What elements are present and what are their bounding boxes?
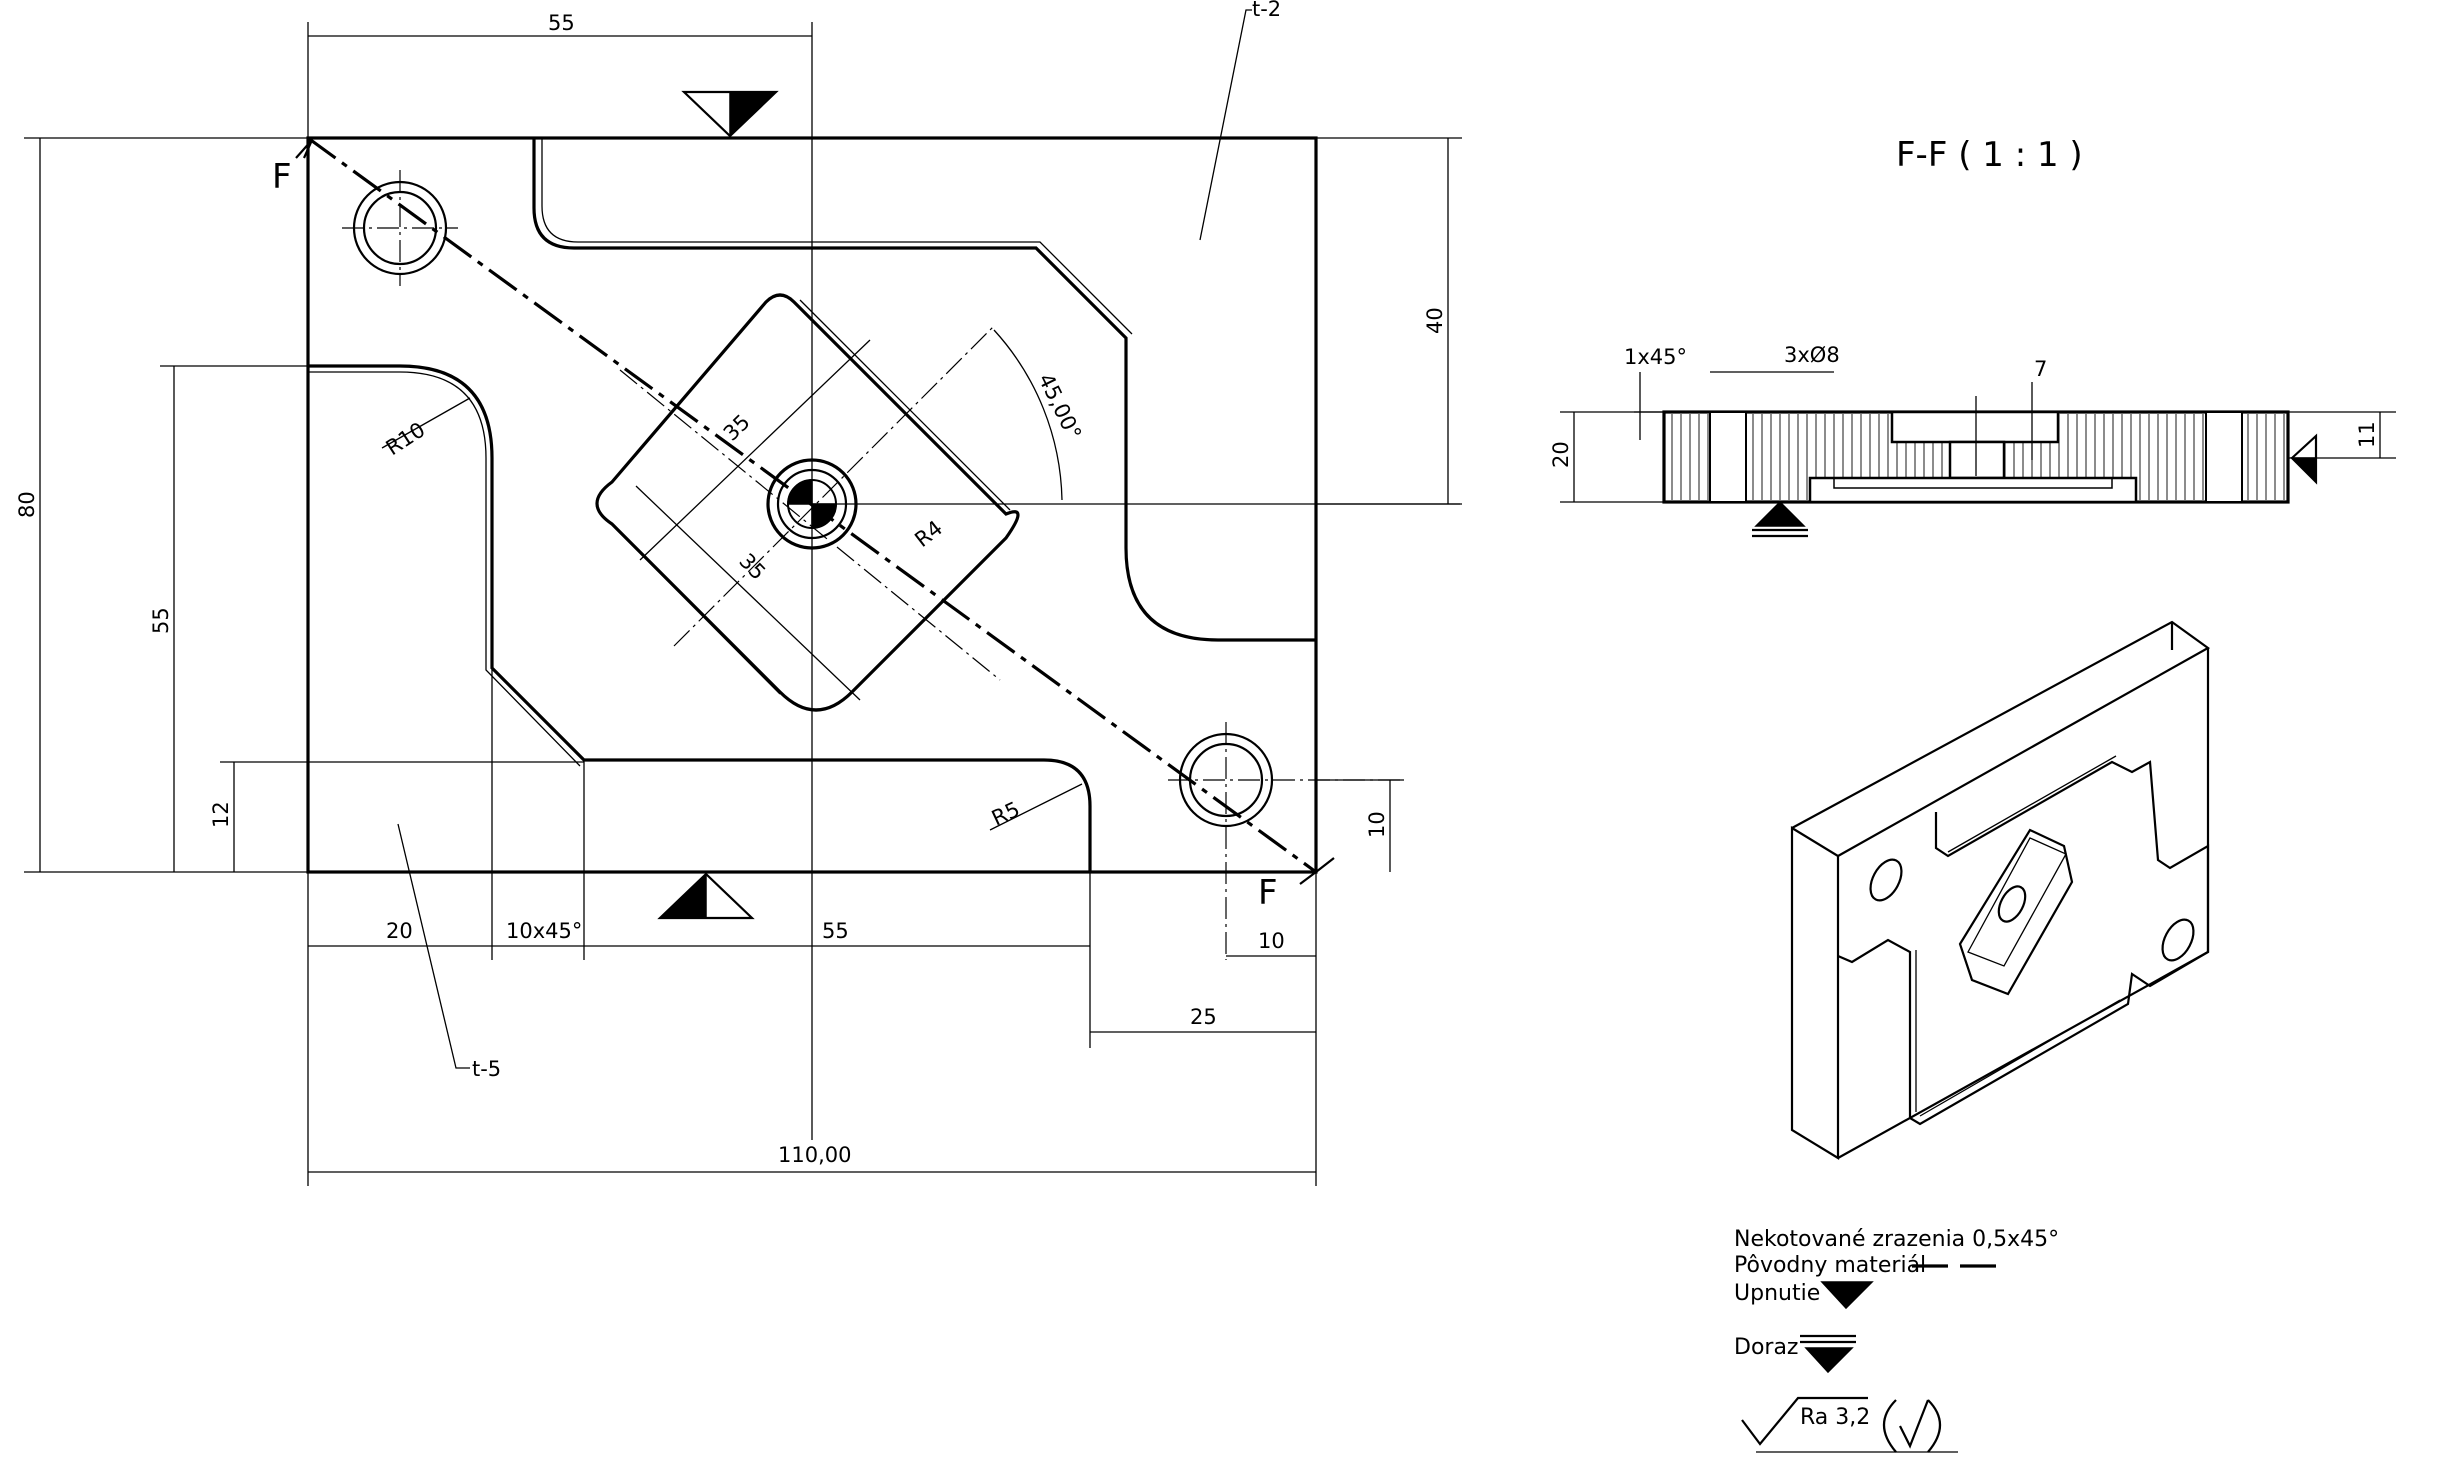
sec-dim-chamfer: 1x45° [1624,345,1687,369]
legend-original-material: Pôvodny materiál [1734,1253,1926,1278]
iso-boss-top [1967,837,2067,967]
section-thread [1948,440,2006,480]
lower-pocket-edge [308,364,1092,872]
legend-stop: Doraz [1734,1335,1798,1360]
section-pocket-floor [1833,477,2113,489]
section-arrow-start [295,139,314,159]
sec-dim-7: 7 [2034,357,2047,381]
section-hole-right [2205,411,2243,503]
section-view: F-F ( 1 : 1 ) 1x45° 3xØ8 7 20 11 [1549,135,2396,538]
sec-clamp-right-fill [2290,457,2317,484]
legend: Nekotované zrazenia 0,5x45° Pôvodny mate… [1734,1227,2059,1453]
iso-hole-left [1869,858,1903,902]
dim-left-80: 80 [15,491,39,518]
iso-front-face [1790,826,1840,1160]
dim-35a-line [639,339,871,561]
dim-left-55: 55 [149,607,173,634]
clamp-symbol-top-fill [729,91,778,138]
dim-r5-leader [989,783,1083,831]
clamp-symbol-bottom-fill [658,872,707,919]
dim-right-40: 40 [1423,307,1447,334]
dim-bottom-chamfer: 10x45° [506,919,582,943]
section-boss [1890,410,2060,444]
main-view: F F 55 80 55 12 40 10 [15,0,1462,1186]
sec-dim-20: 20 [1549,441,1573,468]
iso-pocket-outline [1837,760,2210,1126]
iso-boss [1958,828,2074,996]
legend-stop-symbol [1804,1347,1854,1374]
boss-diagonal-centerline-a [673,325,995,647]
dim-r5: R5 [988,797,1023,831]
iso-right-face [1837,648,2210,1159]
roughness-bracket [1883,1399,1941,1453]
lower-pocket-edge-inner [308,371,581,767]
dim-r4: R4 [910,516,947,552]
dim-bottom-25: 25 [1190,1005,1217,1029]
roughness-check [1899,1399,1930,1449]
dim-left-12: 12 [209,801,233,828]
dim-bottom-20: 20 [386,919,413,943]
central-boss-inner [614,299,1011,695]
dim-35b: 35 [734,549,770,585]
dim-angle-arc [993,329,1063,501]
iso-center-hole [1997,885,2027,923]
sec-stop-symbol [1754,500,1806,527]
iso-hole-right [2161,918,2195,962]
section-hole-left [1709,411,1747,503]
dim-bottom-55: 55 [822,919,849,943]
leader-t2-label: t-2 [1252,0,1281,21]
central-boss [595,293,1020,712]
boss-diagonal-centerline-b [619,369,1001,681]
leader-t2 [1199,9,1252,241]
legend-clamping: Upnutie [1734,1281,1820,1306]
sec-dim-holes: 3xØ8 [1784,343,1840,367]
leader-t5-label: t-5 [472,1057,501,1081]
section-arrow-end [1299,857,1335,885]
iso-pocket-inner [1915,755,2121,1117]
upper-pocket-edge-inner [541,138,1133,335]
legend-roughness: Ra 3,2 [1800,1405,1870,1430]
iso-top-edge [1791,620,2211,857]
section-mark-end: F [1258,873,1278,913]
dim-angle: 45,00° [1034,370,1087,444]
sec-dim-11: 11 [2355,421,2379,448]
dim-bottom-10: 10 [1258,929,1285,953]
dim-overall-110: 110,00 [778,1143,851,1167]
dim-right-10: 10 [1365,811,1389,838]
legend-unmarked-chamfers: Nekotované zrazenia 0,5x45° [1734,1227,2059,1252]
upper-pocket-edge [532,138,1316,642]
roughness-symbol [1741,1396,1868,1446]
dim-r10: R10 [382,418,430,461]
isometric-view [1790,620,2211,1160]
section-mark-start: F [272,157,292,197]
dim-top-55: 55 [548,11,575,35]
section-pocket [1808,476,2138,504]
section-title: F-F ( 1 : 1 ) [1896,135,2083,175]
dim-35b-line [635,485,861,701]
dim-r10-leader [381,397,471,449]
section-line [307,136,1317,874]
leader-t5 [397,823,470,1069]
legend-clamp-symbol [1820,1281,1874,1310]
